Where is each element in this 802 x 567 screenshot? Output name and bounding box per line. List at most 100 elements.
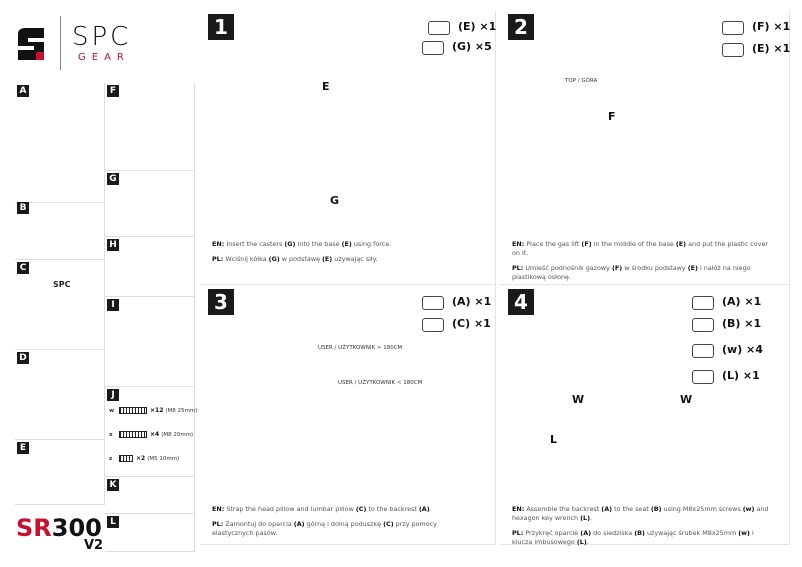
- instruction-text: to the backrest: [366, 505, 419, 513]
- instruction-text: (F): [611, 264, 623, 272]
- instruction-text: w podstawę: [279, 255, 323, 263]
- diagram-label: TOP / GÓRA: [565, 78, 598, 84]
- screw-icon: [119, 455, 133, 462]
- instruction-text: PL:: [212, 255, 224, 263]
- instruction-text: and hexagon key wrench: [512, 505, 769, 522]
- screw-icon: [119, 407, 147, 414]
- step-instructions: EN: Place the gas lift (F) in the middle…: [512, 240, 772, 288]
- instruction-text: .: [590, 514, 593, 522]
- instruction-text: (L): [576, 538, 587, 546]
- part-label: J: [107, 389, 119, 401]
- instruction-text: używając śrubek M8x25mm: [644, 529, 739, 537]
- instruction-pl: PL: Zamontuj do oparcia (A) górną i doln…: [212, 520, 478, 538]
- instruction-text: EN:: [212, 505, 225, 513]
- instruction-text: (w): [742, 505, 755, 513]
- step-instructions: EN: Insert the casters (G) into the base…: [212, 240, 478, 270]
- diagram-label: F: [608, 110, 616, 123]
- screw-letter: x: [109, 432, 113, 438]
- instruction-text: w środku podstawy: [622, 264, 688, 272]
- instruction-text: Place the gas lift: [524, 240, 582, 248]
- step-number: 2: [508, 14, 534, 40]
- instruction-text: PL:: [212, 520, 224, 528]
- model-number: 300: [51, 514, 102, 542]
- instruction-text: (G): [284, 240, 296, 248]
- step-part-quantity: (F) ×1: [752, 20, 791, 33]
- instruction-text: Umieść podnośnik gazowy: [523, 264, 612, 272]
- instruction-text: i nałóż na niego plastikową osłonę.: [512, 264, 751, 281]
- instruction-text: PL:: [512, 529, 524, 537]
- instruction-text: .: [429, 505, 432, 513]
- step-part-quantity: (A) ×1: [452, 295, 492, 308]
- instruction-en: EN: Assemble the backrest (A) to the sea…: [512, 505, 772, 523]
- instruction-text: (A): [601, 505, 613, 513]
- step-part-quantity: (G) ×5: [452, 40, 492, 53]
- step-part-quantity: (w) ×4: [722, 343, 763, 356]
- instruction-text: przy pomocy elastycznych pasów.: [212, 520, 437, 537]
- instruction-text: (B): [634, 529, 645, 537]
- instruction-text: górną i dolną poduszkę: [304, 520, 384, 528]
- instruction-text: PL:: [512, 264, 524, 272]
- instruction-text: i klucza imbusowego: [512, 529, 754, 546]
- instruction-pl: PL: Przykręć oparcie (A) do siedziska (B…: [512, 529, 772, 547]
- instruction-text: .: [586, 538, 589, 546]
- instruction-text: (C): [383, 520, 394, 528]
- screw-qty: ×4: [150, 431, 160, 438]
- part-thumbnail-icon: [722, 43, 744, 57]
- part-label: E: [17, 442, 29, 454]
- part-thumbnail-icon: [422, 41, 444, 55]
- screw-row: x×4(M8 20mm): [109, 431, 193, 438]
- instruction-text: using force.: [351, 240, 392, 248]
- part-g-cell: G: [105, 171, 195, 237]
- step-instructions: EN: Strap the head pillow and lumbar pil…: [212, 505, 478, 544]
- part-a-cell: A: [15, 83, 105, 203]
- step-part-quantity: (E) ×1: [458, 20, 497, 33]
- part-thumbnail-icon: [692, 344, 714, 358]
- instruction-text: Przykręć oparcie: [523, 529, 581, 537]
- diagram-label: USER / UŻYTKOWNIK < 180CM: [338, 380, 423, 386]
- screw-qty: ×12: [150, 407, 164, 414]
- instruction-text: (C): [355, 505, 367, 513]
- part-e-cell: E: [15, 440, 105, 505]
- step-part-quantity: (B) ×1: [722, 317, 762, 330]
- instruction-text: Wciśnij kółka: [223, 255, 269, 263]
- instruction-en: EN: Strap the head pillow and lumbar pil…: [212, 505, 478, 514]
- instruction-pl: PL: Wciśnij kółka (G) w podstawę (E) uży…: [212, 255, 478, 264]
- instruction-text: (E): [687, 264, 698, 272]
- step-part-quantity: (C) ×1: [452, 317, 491, 330]
- part-h-cell: H: [105, 237, 195, 297]
- instruction-text: into the base: [295, 240, 342, 248]
- instruction-text: to the seat: [612, 505, 651, 513]
- instruction-text: (E): [322, 255, 333, 263]
- part-thumbnail-icon: [422, 318, 444, 332]
- instruction-text: EN:: [212, 240, 225, 248]
- part-i-cell: I: [105, 297, 195, 387]
- part-label: K: [107, 479, 119, 491]
- instruction-text: (A): [580, 529, 592, 537]
- diagram-label: L: [550, 433, 558, 446]
- instruction-en: EN: Insert the casters (G) into the base…: [212, 240, 478, 249]
- part-thumbnail-icon: [692, 370, 714, 384]
- screw-icon: [119, 431, 147, 438]
- instruction-text: (w): [738, 529, 750, 537]
- logo-mark-icon: [18, 28, 44, 60]
- part-label: B: [17, 202, 29, 214]
- instruction-en: EN: Place the gas lift (F) in the middle…: [512, 240, 772, 258]
- instruction-text: Strap the head pillow and lumbar pillow: [224, 505, 356, 513]
- brand-name: SPC: [72, 22, 132, 52]
- instruction-text: Assemble the backrest: [524, 505, 602, 513]
- instruction-text: using M8x25mm screws: [661, 505, 743, 513]
- instruction-text: (L): [580, 514, 591, 522]
- instruction-text: (A): [293, 520, 305, 528]
- instruction-text: and put the plastic cover on it.: [512, 240, 769, 257]
- screw-spec: (M8 25mm): [165, 408, 198, 414]
- brand-sub: GEAR: [78, 52, 130, 63]
- instruction-text: do siedziska: [591, 529, 635, 537]
- screw-row: w×12(M8 25mm): [109, 407, 197, 414]
- step-part-quantity: (E) ×1: [752, 42, 791, 55]
- part-label: D: [17, 352, 29, 364]
- step-instructions: EN: Assemble the backrest (A) to the sea…: [512, 505, 772, 553]
- part-l-cell: L: [105, 514, 195, 552]
- part-d-cell: D: [15, 350, 105, 440]
